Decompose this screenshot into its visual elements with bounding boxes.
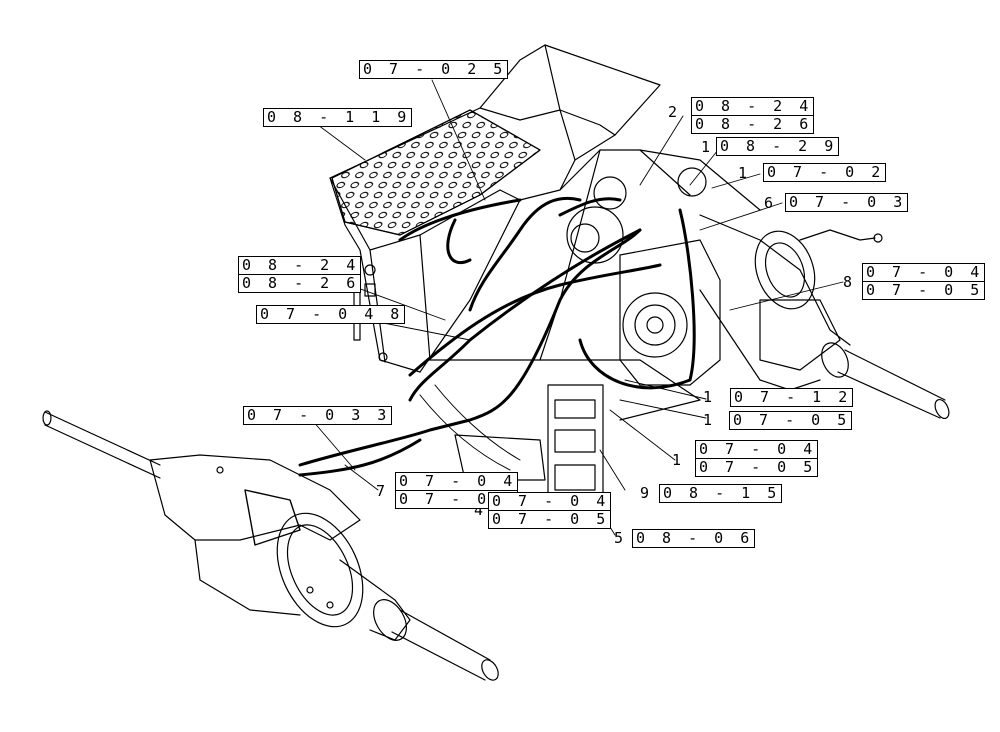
ref-stack-top: 0 8 - 2 4 0 8 - 2 6	[691, 97, 815, 134]
ref-07-04-lower-left[interactable]: 0 7 - 0 4	[395, 472, 519, 491]
ref-08-26-top[interactable]: 0 8 - 2 6	[691, 115, 815, 134]
callout-8: 8	[843, 273, 857, 291]
ref-07-05-right[interactable]: 0 7 - 0 5	[862, 281, 986, 300]
ref-07-05-lower-mid[interactable]: 0 7 - 0 5	[488, 510, 612, 529]
ref-07-03[interactable]: 0 7 - 0 3	[785, 193, 909, 212]
ref-stack-right: 0 7 - 0 4 0 7 - 0 5	[862, 263, 986, 300]
ref-08-29[interactable]: 0 8 - 2 9	[716, 137, 840, 156]
ref-08-119[interactable]: 0 8 - 1 1 9	[263, 108, 413, 127]
callout-7: 7	[376, 482, 390, 500]
ref-07-048[interactable]: 0 7 - 0 4 8	[256, 305, 406, 324]
callout-1: 1	[701, 138, 715, 156]
hydraulic-hoses	[298, 196, 696, 477]
ref-08-24-left[interactable]: 0 8 - 2 4	[238, 256, 362, 275]
ref-07-12[interactable]: 0 7 - 1 2	[730, 388, 854, 407]
ref-07-02[interactable]: 0 7 - 0 2	[763, 163, 887, 182]
callout-6: 6	[764, 194, 778, 212]
rear-axle	[699, 214, 950, 420]
hose-sheath	[419, 384, 521, 471]
callout-5: 5	[614, 529, 628, 547]
ref-07-04-right[interactable]: 0 7 - 0 4	[862, 263, 986, 282]
callout-4: 4	[474, 501, 488, 519]
ref-07-033[interactable]: 0 7 - 0 3 3	[243, 406, 393, 425]
ref-stack-left: 0 8 - 2 4 0 8 - 2 6	[238, 256, 362, 293]
callout-15: 1 5	[703, 388, 743, 406]
ref-07-025[interactable]: 0 7 - 0 2 5	[359, 60, 509, 79]
ref-07-05-mid[interactable]: 0 7 - 0 5	[729, 411, 853, 430]
transmission-housing	[566, 167, 721, 386]
ref-07-04-mid[interactable]: 0 7 - 0 4	[695, 440, 819, 459]
perforated-cover	[331, 109, 541, 236]
callout-9: 9	[640, 484, 654, 502]
ref-stack-lower-left: 0 7 - 0 4 0 7 - 0 5	[395, 472, 519, 509]
ref-07-05-mid2[interactable]: 0 7 - 0 5	[695, 458, 819, 477]
ref-stack-mid: 0 7 - 0 4 0 7 - 0 5	[695, 440, 819, 477]
ref-08-26-left[interactable]: 0 8 - 2 6	[238, 274, 362, 293]
ref-08-15[interactable]: 0 8 - 1 5	[659, 484, 783, 503]
ref-08-24-top[interactable]: 0 8 - 2 4	[691, 97, 815, 116]
ref-07-04-lower-mid[interactable]: 0 7 - 0 4	[488, 492, 612, 511]
ref-08-06[interactable]: 0 8 - 0 6	[632, 529, 756, 548]
ref-stack-lower-mid: 0 7 - 0 4 0 7 - 0 5	[488, 492, 612, 529]
ref-07-05-lower-left[interactable]: 0 7 - 0 5	[395, 490, 519, 509]
callout-2: 2	[668, 103, 682, 121]
front-axle	[42, 410, 499, 681]
